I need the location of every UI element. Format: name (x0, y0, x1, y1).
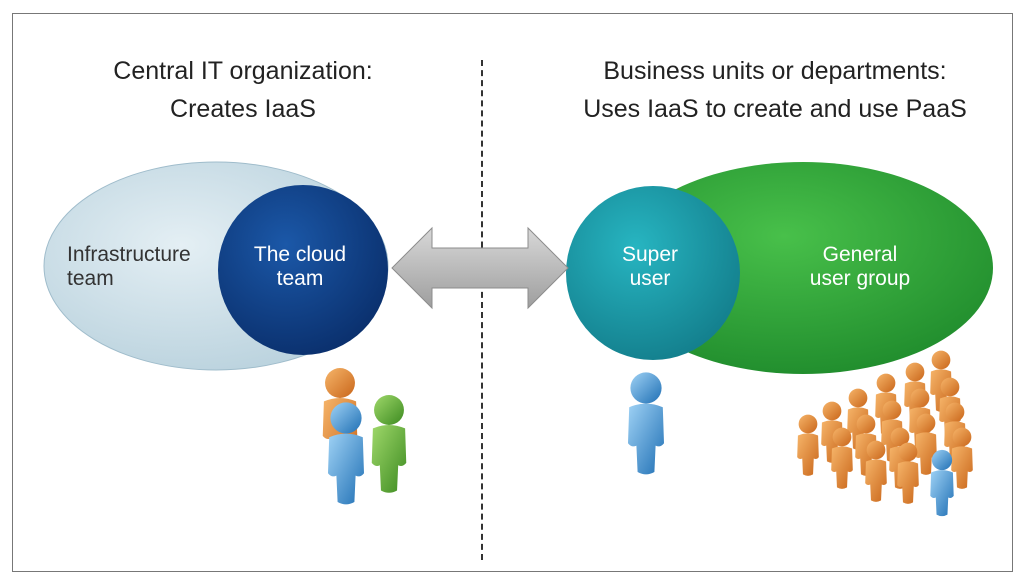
super-user-circle (566, 186, 740, 360)
person-icon (328, 402, 364, 505)
person-icon (951, 427, 973, 489)
general-user-group-label-line2: user group (809, 267, 911, 290)
central-it-heading: Central IT organization: Creates IaaS (58, 52, 428, 128)
person-icon (865, 440, 887, 502)
cloud-team-label: The cloud team (230, 243, 370, 291)
person-icon (915, 413, 937, 475)
person-icon (628, 372, 664, 475)
central-it-heading-line2: Creates IaaS (170, 95, 316, 123)
person-icon (930, 449, 954, 517)
general-user-group-label: General user group (790, 243, 930, 291)
person-icon (797, 414, 819, 476)
infrastructure-team-label: Infrastructure team (67, 243, 212, 291)
infrastructure-team-label-line2: team (67, 267, 114, 290)
cloud-team-label-line1: The cloud (253, 243, 347, 266)
business-units-heading-line2: Uses IaaS to create and use PaaS (583, 95, 967, 123)
super-user-label-line2: user (629, 267, 671, 290)
double-arrow-icon (391, 226, 569, 310)
infrastructure-team-label-line1: Infrastructure (67, 243, 191, 266)
general-user-group-label-line1: General (822, 243, 898, 266)
person-icon (831, 427, 853, 489)
person-icon (897, 442, 919, 504)
business-units-heading: Business units or departments: Uses IaaS… (540, 52, 1010, 128)
business-units-heading-line1: Business units or departments: (603, 57, 947, 85)
super-user-label: Super user (590, 243, 710, 291)
super-user-label-line1: Super (621, 243, 679, 266)
cloud-team-label-line2: team (276, 267, 324, 290)
central-it-heading-line1: Central IT organization: (113, 57, 373, 85)
cloud-team-circle (218, 185, 388, 355)
person-icon (371, 395, 407, 493)
section-divider (481, 60, 483, 560)
